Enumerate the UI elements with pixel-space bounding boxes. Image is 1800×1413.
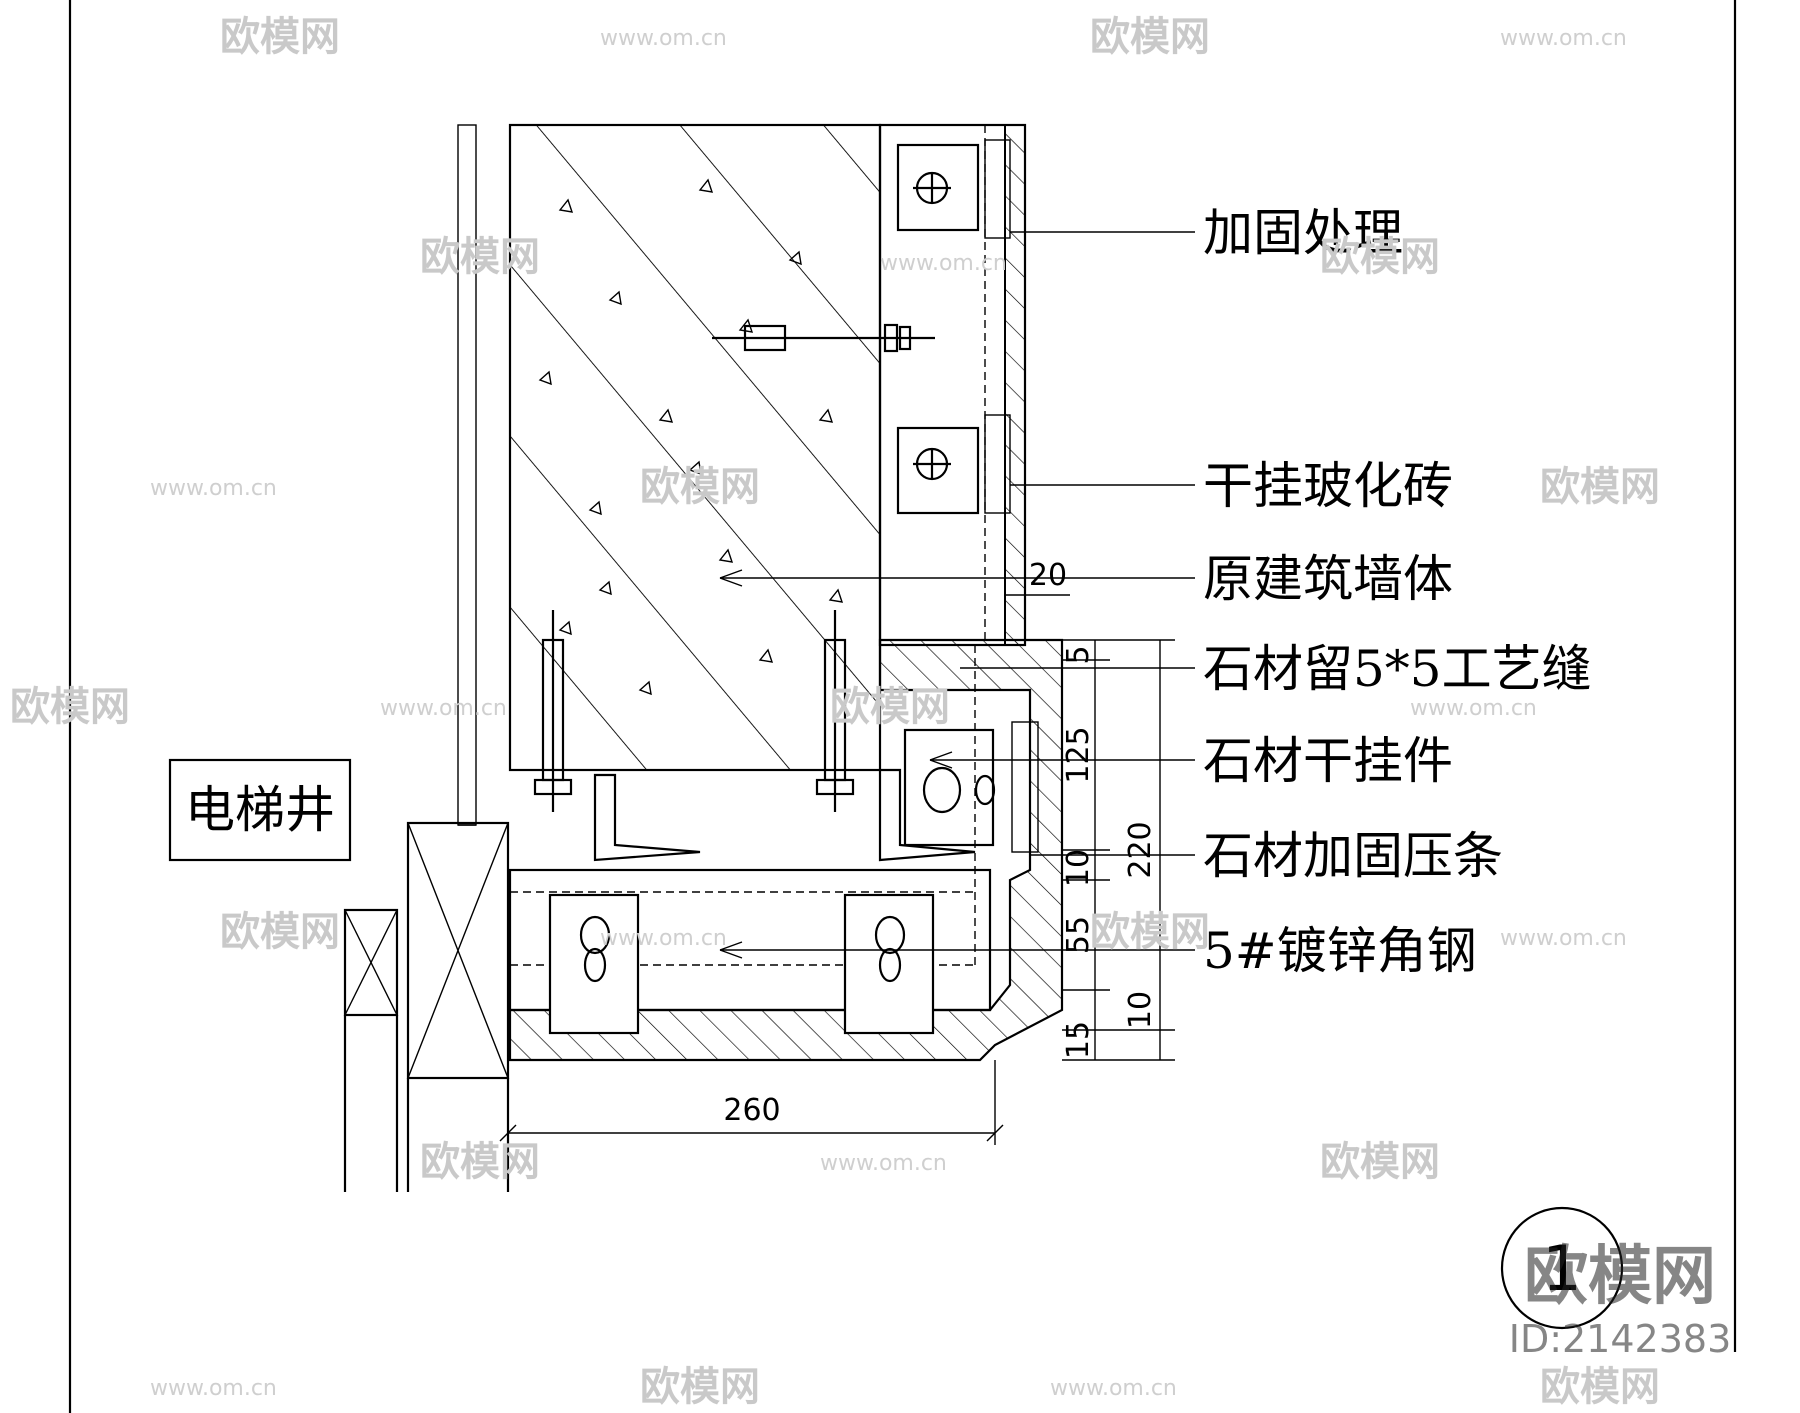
elevator-shaft-wall bbox=[457, 124, 477, 826]
hanger-bracket-2 bbox=[896, 414, 1011, 515]
svg-text:欧模网: 欧模网 bbox=[220, 909, 340, 955]
svg-text:1: 1 bbox=[1542, 1232, 1581, 1305]
concrete-aggregate-marks bbox=[538, 178, 844, 696]
svg-text:欧模网: 欧模网 bbox=[10, 684, 130, 730]
watermarks: 欧模网 www.om.cn 欧模网 www.om.cn 欧模网 www.om.c… bbox=[10, 14, 1660, 1410]
dim-20: 20 bbox=[1004, 558, 1070, 607]
svg-text:www.om.cn: www.om.cn bbox=[1500, 26, 1627, 51]
svg-text:欧模网: 欧模网 bbox=[1090, 14, 1210, 60]
svg-text:欧模网: 欧模网 bbox=[420, 234, 540, 280]
svg-text:www.om.cn: www.om.cn bbox=[380, 696, 507, 721]
dim-chain-vertical bbox=[1062, 639, 1175, 1061]
svg-text:欧模网: 欧模网 bbox=[1090, 909, 1210, 955]
label-strip: 石材加固压条 bbox=[1203, 827, 1503, 885]
dim-125: 125 bbox=[1061, 726, 1096, 783]
label-joint: 石材留5*5工艺缝 bbox=[1203, 640, 1592, 698]
svg-text:欧模网: 欧模网 bbox=[220, 14, 340, 60]
watermark-id: ID:2142383 bbox=[1509, 1317, 1732, 1361]
detail-marker: 1 bbox=[1500, 1206, 1624, 1330]
svg-text:欧模网: 欧模网 bbox=[1540, 464, 1660, 510]
svg-text:欧模网: 欧模网 bbox=[1320, 1139, 1440, 1185]
expansion-bolt-vertical-1 bbox=[533, 610, 573, 812]
dim-20-text: 20 bbox=[1029, 558, 1067, 593]
elevator-shaft-label: 电梯井 bbox=[185, 781, 335, 839]
original-wall-section bbox=[508, 123, 882, 772]
dim-260-text: 260 bbox=[723, 1093, 780, 1128]
svg-text:www.om.cn: www.om.cn bbox=[150, 1376, 277, 1401]
leader-lines bbox=[719, 231, 1195, 959]
label-angle: 5#镀锌角钢 bbox=[1203, 922, 1477, 980]
brand-watermark: 欧模网 bbox=[1524, 1240, 1716, 1314]
label-wall: 原建筑墙体 bbox=[1203, 550, 1453, 608]
drawing-frame bbox=[68, 0, 1737, 1413]
galvanized-angle-steel bbox=[593, 768, 976, 862]
svg-text:www.om.cn: www.om.cn bbox=[600, 926, 727, 951]
svg-text:www.om.cn: www.om.cn bbox=[880, 251, 1007, 276]
dim-15: 15 bbox=[1061, 1021, 1096, 1059]
svg-text:www.om.cn: www.om.cn bbox=[1500, 926, 1627, 951]
elevator-shaft-label-box bbox=[168, 758, 352, 862]
expansion-bolt-horizontal bbox=[712, 323, 935, 353]
bottom-hanger-2 bbox=[843, 893, 935, 1035]
svg-text:www.om.cn: www.om.cn bbox=[820, 1151, 947, 1176]
hanger-bracket-1 bbox=[896, 139, 1011, 239]
svg-text:欧模网: 欧模网 bbox=[640, 1364, 760, 1410]
dim-5: 5 bbox=[1061, 645, 1096, 664]
label-reinforce: 加固处理 bbox=[1203, 204, 1403, 262]
svg-text:www.om.cn: www.om.cn bbox=[1050, 1376, 1177, 1401]
dim-220: 220 bbox=[1123, 821, 1158, 878]
shaft-section-box-large bbox=[406, 821, 510, 1192]
dim-55: 55 bbox=[1061, 916, 1096, 954]
expansion-bolt-vertical-2 bbox=[815, 610, 855, 812]
dim-10-upper: 10 bbox=[1061, 849, 1096, 887]
label-hanger: 石材干挂件 bbox=[1203, 732, 1453, 790]
svg-text:www.om.cn: www.om.cn bbox=[1410, 696, 1537, 721]
svg-text:www.om.cn: www.om.cn bbox=[150, 476, 277, 501]
svg-text:欧模网: 欧模网 bbox=[1320, 234, 1440, 280]
label-tile: 干挂玻化砖 bbox=[1203, 457, 1453, 515]
bottom-hanger-1 bbox=[548, 893, 640, 1035]
svg-text:欧模网: 欧模网 bbox=[420, 1139, 540, 1185]
svg-text:欧模网: 欧模网 bbox=[1540, 1364, 1660, 1410]
dim-260: 260 bbox=[499, 1060, 1004, 1145]
bottom-stone-panel bbox=[508, 645, 992, 1012]
shaft-section-box-small bbox=[343, 908, 399, 1192]
svg-text:www.om.cn: www.om.cn bbox=[600, 26, 727, 51]
svg-text:欧模网: 欧模网 bbox=[830, 684, 950, 730]
svg-text:欧模网: 欧模网 bbox=[640, 464, 760, 510]
dim-10-lower: 10 bbox=[1123, 991, 1158, 1029]
